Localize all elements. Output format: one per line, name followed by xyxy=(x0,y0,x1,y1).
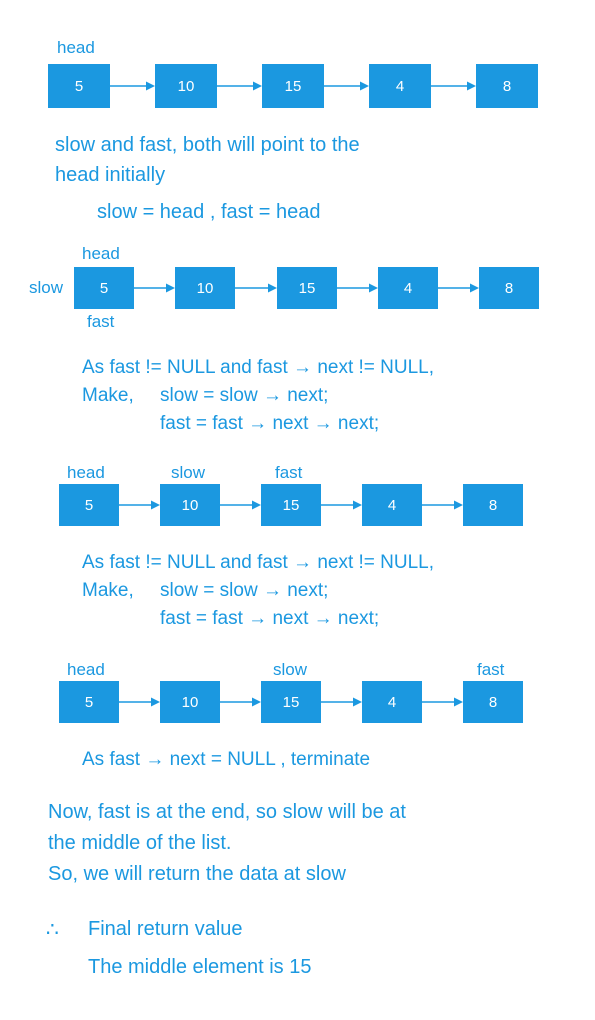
list-node: 8 xyxy=(463,484,523,526)
list-node: 4 xyxy=(362,681,422,723)
list-node-value: 15 xyxy=(283,497,300,514)
list-node: 15 xyxy=(261,681,321,723)
arrow-head xyxy=(151,500,160,510)
list-node-value: 10 xyxy=(178,78,195,95)
list-node-value: 10 xyxy=(182,497,199,514)
intro-line-1: slow and fast, both will point to the xyxy=(55,134,360,156)
intro-line-2: head initially xyxy=(55,164,166,186)
list-node-value: 15 xyxy=(285,78,302,95)
loop1-slow-statement: slow = slow → next; xyxy=(160,385,329,406)
list-node-value: 4 xyxy=(404,280,412,297)
list-node: 5 xyxy=(48,64,110,108)
arrow-head xyxy=(253,81,262,91)
arrow-head xyxy=(467,81,476,91)
row3-slow-label: slow xyxy=(273,660,308,679)
list-node-value: 5 xyxy=(85,694,93,711)
list-node: 4 xyxy=(362,484,422,526)
list-node: 15 xyxy=(261,484,321,526)
row1-fast-label: fast xyxy=(87,312,115,331)
list-node: 15 xyxy=(262,64,324,108)
list-node: 15 xyxy=(277,267,337,309)
list-node-value: 15 xyxy=(283,694,300,711)
row2-head-label: head xyxy=(67,463,105,482)
loop1-fast-statement: fast = fast → next → next; xyxy=(160,413,380,434)
row2-slow-label: slow xyxy=(171,463,206,482)
list-node: 5 xyxy=(74,267,134,309)
list-node-value: 10 xyxy=(182,694,199,711)
conclusion-line-2: the middle of the list. xyxy=(48,832,232,854)
list-row-3: 5 10 15 4 8 xyxy=(59,681,523,723)
row3-fast-label: fast xyxy=(477,660,505,679)
therefore-symbol: ∴ xyxy=(46,919,59,941)
conclusion-line-1: Now, fast is at the end, so slow will be… xyxy=(48,801,406,823)
list-node-value: 5 xyxy=(75,78,83,95)
row1-slow-label: slow xyxy=(29,278,64,297)
loop1-condition: As fast != NULL and fast → next != NULL, xyxy=(82,357,435,378)
loop2-make: Make, xyxy=(82,580,134,601)
list-row-2: 5 10 15 4 8 xyxy=(59,484,523,526)
terminate-condition: As fast → next = NULL , terminate xyxy=(82,749,371,770)
list-node: 8 xyxy=(479,267,539,309)
list-node-value: 8 xyxy=(489,497,497,514)
arrow-head xyxy=(454,697,463,707)
list-node-value: 10 xyxy=(197,280,214,297)
list-node: 4 xyxy=(369,64,431,108)
list-node: 8 xyxy=(463,681,523,723)
list-node-value: 8 xyxy=(505,280,513,297)
loop2-fast-statement: fast = fast → next → next; xyxy=(160,608,380,629)
list-node: 8 xyxy=(476,64,538,108)
conclusion-line-3: So, we will return the data at slow xyxy=(48,863,346,885)
list-node-value: 5 xyxy=(100,280,108,297)
loop2-condition: As fast != NULL and fast → next != NULL, xyxy=(82,552,435,573)
list-row-0: 5 10 15 4 8 xyxy=(48,64,538,108)
arrow-head xyxy=(360,81,369,91)
loop1-make: Make, xyxy=(82,385,134,406)
arrow-head xyxy=(151,697,160,707)
arrow-head xyxy=(166,283,175,293)
list-node-value: 8 xyxy=(503,78,511,95)
list-node: 10 xyxy=(175,267,235,309)
list-row-1: 5 10 15 4 8 xyxy=(74,267,539,309)
arrow-head xyxy=(369,283,378,293)
intro-assignment: slow = head , fast = head xyxy=(97,201,321,223)
list-node: 10 xyxy=(155,64,217,108)
list-node: 10 xyxy=(160,681,220,723)
arrow-head xyxy=(353,697,362,707)
row1-head-label: head xyxy=(82,244,120,263)
list-node: 5 xyxy=(59,484,119,526)
list-node: 5 xyxy=(59,681,119,723)
arrow-head xyxy=(146,81,155,91)
list-node-value: 4 xyxy=(396,78,404,95)
arrow-head xyxy=(252,500,261,510)
row3-head-label: head xyxy=(67,660,105,679)
list-node: 10 xyxy=(160,484,220,526)
final-result: The middle element is 15 xyxy=(88,956,312,978)
list-node-value: 4 xyxy=(388,694,396,711)
loop2-slow-statement: slow = slow → next; xyxy=(160,580,329,601)
list-node: 4 xyxy=(378,267,438,309)
list-node-value: 8 xyxy=(489,694,497,711)
list-node-value: 15 xyxy=(299,280,316,297)
row2-fast-label: fast xyxy=(275,463,303,482)
arrow-head xyxy=(470,283,479,293)
arrow-head xyxy=(252,697,261,707)
arrow-head xyxy=(353,500,362,510)
list-node-value: 5 xyxy=(85,497,93,514)
final-title: Final return value xyxy=(88,918,243,940)
list-node-value: 4 xyxy=(388,497,396,514)
arrow-head xyxy=(268,283,277,293)
arrow-head xyxy=(454,500,463,510)
row0-head-label: head xyxy=(57,38,95,57)
